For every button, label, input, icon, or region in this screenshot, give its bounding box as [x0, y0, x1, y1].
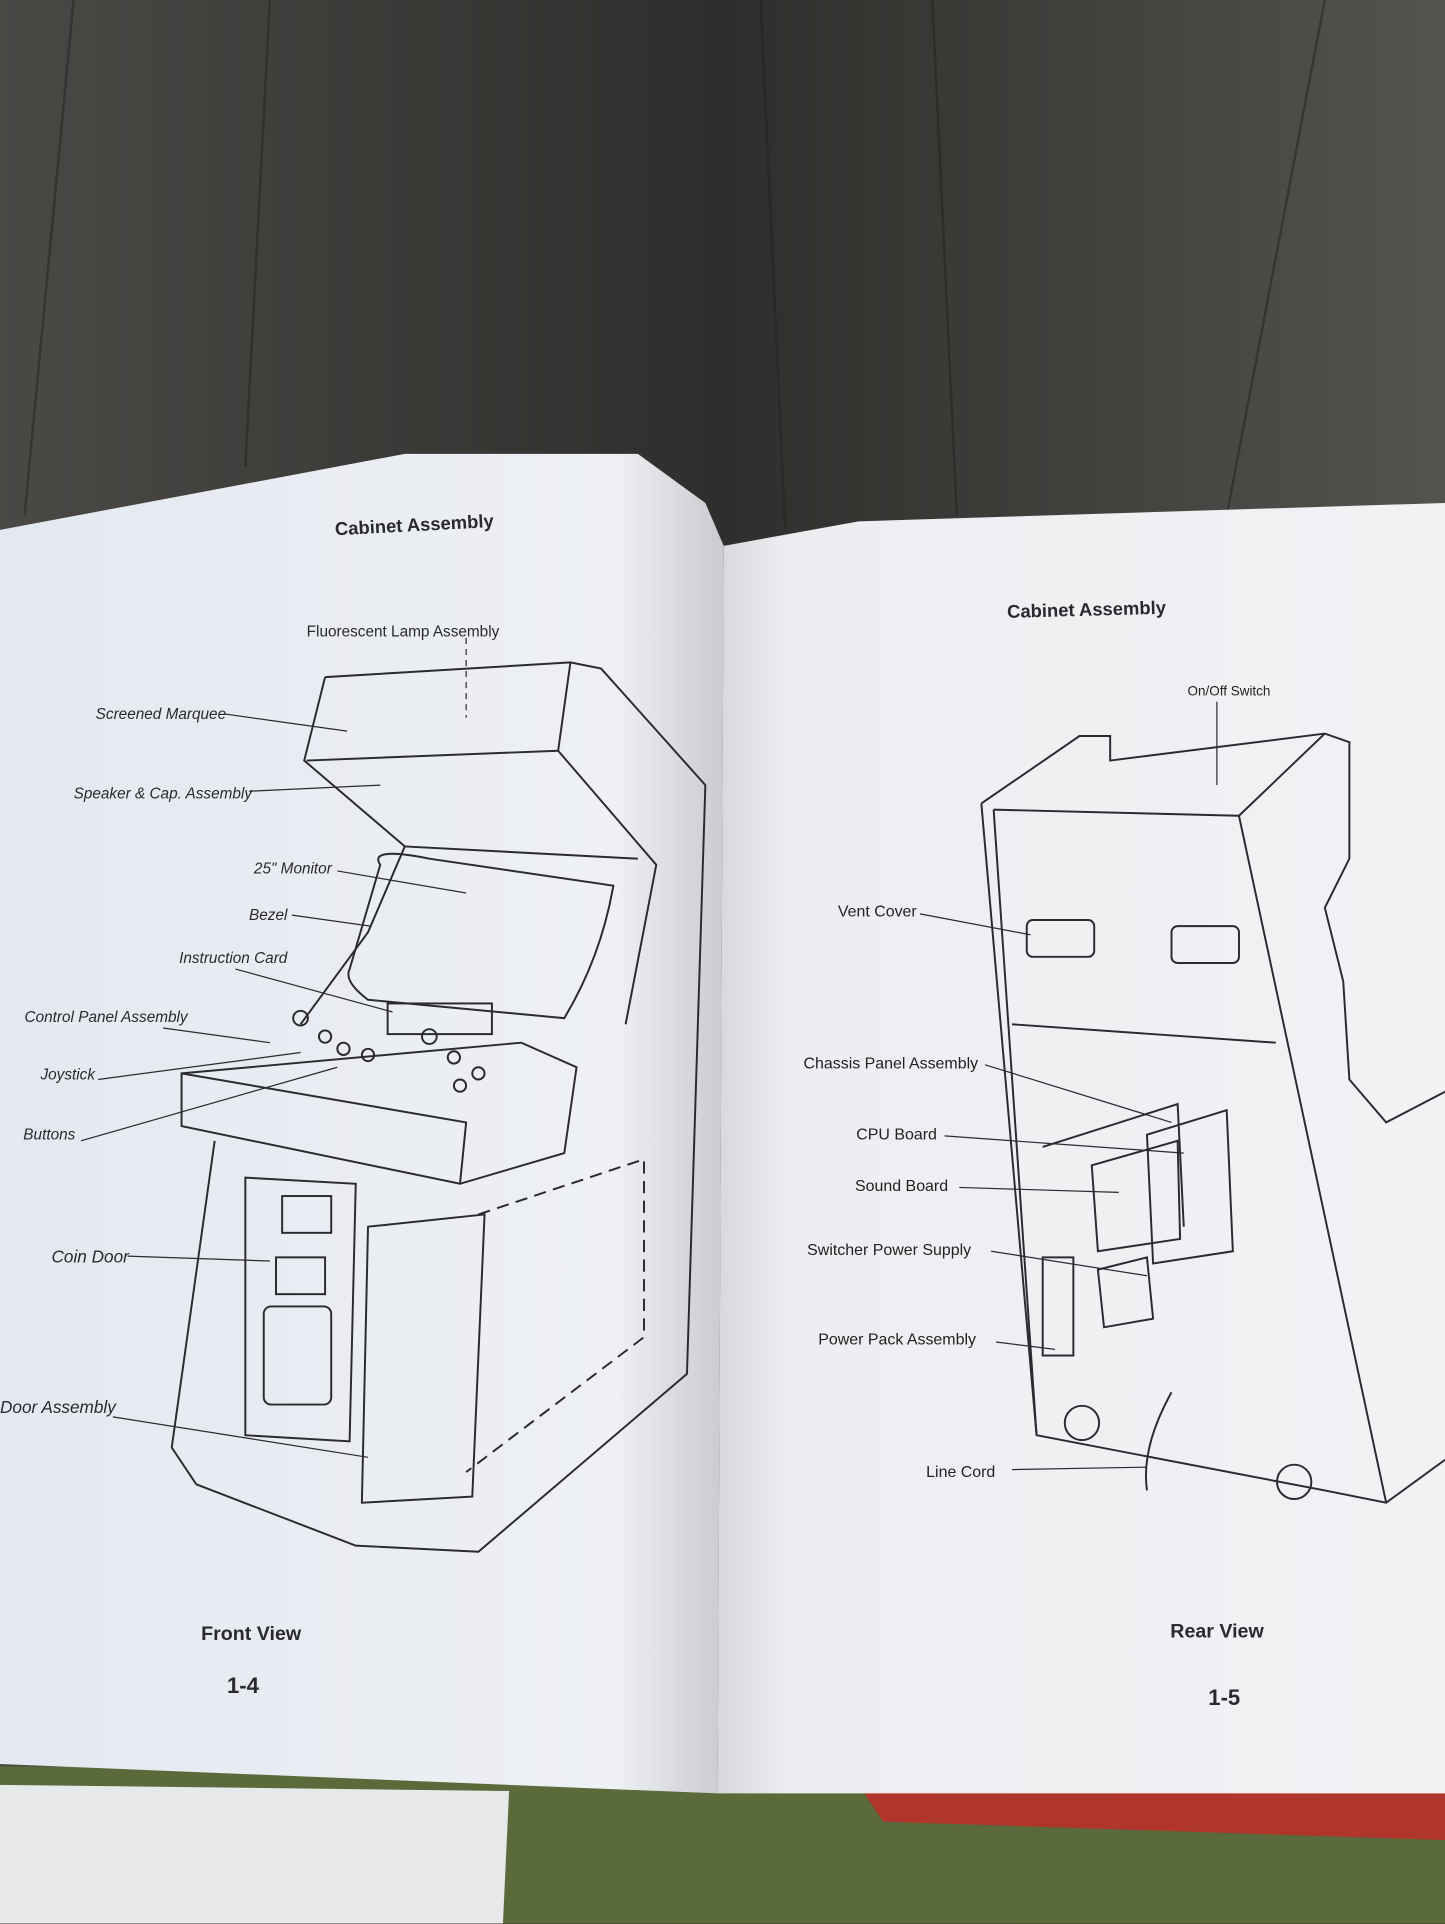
front-leader-lines — [80, 637, 467, 1458]
label-chassis-panel: Chassis Panel Assembly — [803, 1053, 979, 1073]
page-number: 1-5 — [1208, 1685, 1241, 1711]
label-sound-board: Sound Board — [855, 1176, 949, 1195]
label-joystick: Joystick — [40, 1066, 96, 1084]
right-page — [717, 502, 1445, 1794]
front-cabinet-drawing — [170, 661, 707, 1553]
page-title: Cabinet Assembly — [1006, 597, 1167, 623]
page-number: 1-4 — [226, 1673, 259, 1698]
label-cpu-board: CPU Board — [856, 1124, 937, 1144]
left-page — [0, 453, 724, 1794]
book-stack — [0, 1784, 510, 1924]
label-coin-door: Coin Door — [51, 1246, 129, 1266]
label-on-off-switch: On/Off Switch — [1187, 684, 1271, 700]
label-buttons: Buttons — [23, 1126, 76, 1144]
rear-leader-lines — [919, 701, 1218, 1471]
label-switcher-power-supply: Switcher Power Supply — [807, 1240, 972, 1259]
red-object — [858, 1784, 1445, 1841]
label-monitor: 25" Monitor — [253, 859, 332, 878]
label-instruction-card: Instruction Card — [179, 949, 288, 967]
label-control-panel: Control Panel Assembly — [24, 1008, 188, 1026]
view-caption: Rear View — [1170, 1621, 1264, 1643]
label-screened-marquee: Screened Marquee — [95, 705, 227, 723]
rear-cabinet-drawing — [980, 732, 1445, 1504]
label-door-assembly: Door Assembly — [0, 1397, 116, 1417]
label-line-cord: Line Cord — [926, 1462, 996, 1481]
label-fluorescent-lamp: Fluorescent Lamp Assembly — [306, 623, 500, 641]
label-bezel: Bezel — [249, 906, 288, 924]
view-caption: Front View — [201, 1624, 302, 1646]
label-power-pack: Power Pack Assembly — [818, 1329, 976, 1349]
label-vent-cover: Vent Cover — [837, 901, 917, 921]
label-speaker: Speaker & Cap. Assembly — [73, 785, 253, 803]
